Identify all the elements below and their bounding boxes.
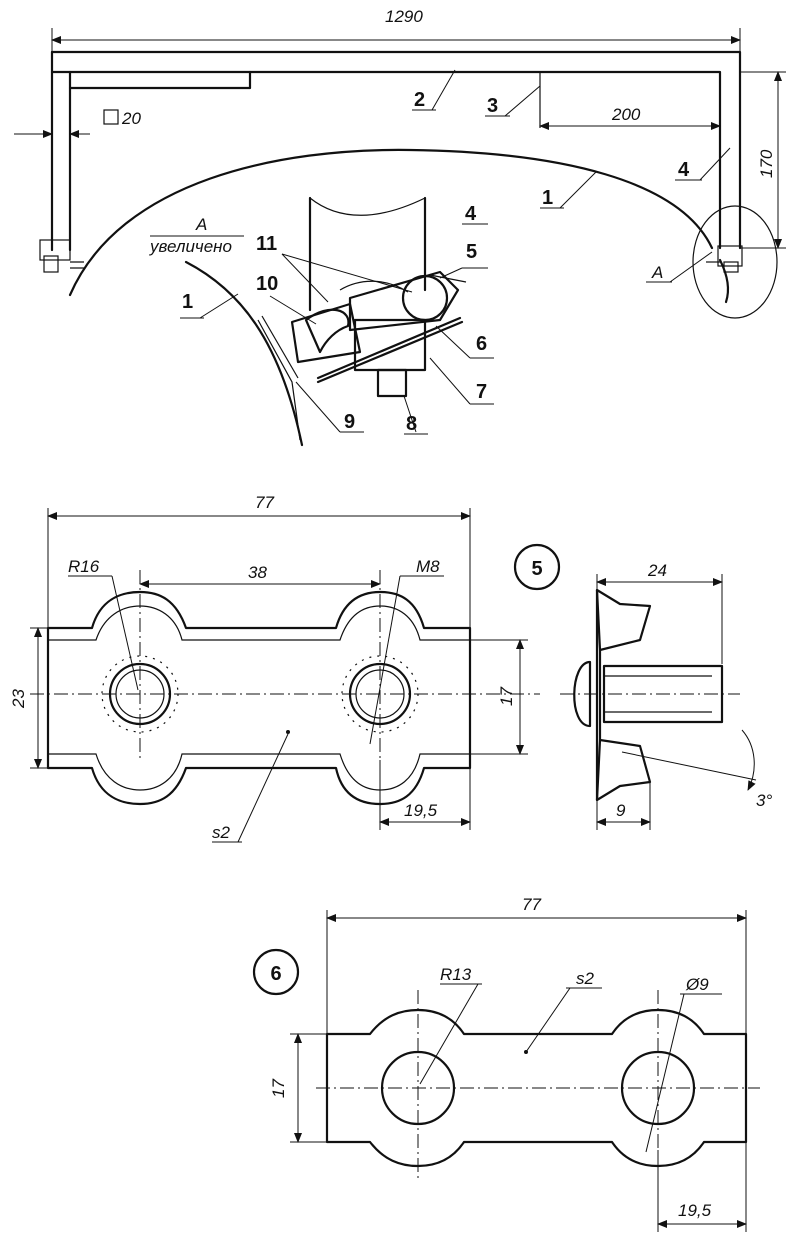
detail-A	[184, 196, 467, 447]
dim-offset: 200	[539, 105, 721, 130]
svg-text:5: 5	[466, 241, 477, 263]
dim-height-label: 170	[757, 149, 776, 178]
dim-height: 170	[740, 71, 786, 249]
part-6-dim-length: 77	[326, 895, 747, 1034]
part-5-dim-length: 77	[47, 493, 471, 628]
svg-text:3: 3	[487, 95, 498, 117]
left-bracket	[39, 239, 84, 273]
part-6-number: 6	[270, 963, 281, 985]
svg-text:3°: 3°	[756, 791, 772, 810]
detail-callouts: 11 4 5 10 1 6 7 9 8	[180, 203, 494, 435]
callout-2: 2	[412, 69, 456, 111]
part-5-dim-thread: M8	[369, 557, 444, 745]
part-6-view: 6 77 R13 Ø9 s2	[252, 895, 760, 1232]
svg-text:M8: M8	[416, 557, 440, 576]
svg-text:9: 9	[344, 411, 355, 433]
fender-arch	[68, 148, 714, 297]
svg-text:23: 23	[9, 689, 28, 709]
dim-square: 20	[14, 109, 141, 138]
svg-text:38: 38	[248, 563, 267, 582]
part-5-dim-edge: 19,5	[379, 760, 471, 830]
dim-square-label: 20	[121, 109, 141, 128]
svg-text:R13: R13	[440, 965, 472, 984]
svg-text:17: 17	[497, 687, 516, 706]
part-6-dim-radius: R13	[419, 965, 482, 1085]
svg-text:6: 6	[476, 333, 487, 355]
svg-text:s2: s2	[212, 823, 231, 842]
svg-text:9: 9	[616, 801, 626, 820]
svg-text:77: 77	[255, 493, 274, 512]
top-view: 1290 200 170 20 2 3	[14, 7, 786, 447]
svg-text:10: 10	[256, 273, 278, 295]
svg-text:Ø9: Ø9	[685, 975, 709, 994]
part-5-dim-inner: 17	[470, 639, 528, 755]
part-5-dim-width: 23	[9, 627, 48, 769]
part-5-dim-spacing: 38	[139, 563, 381, 588]
svg-text:11: 11	[256, 233, 277, 255]
svg-text:s2: s2	[576, 969, 595, 988]
svg-text:1: 1	[182, 291, 193, 313]
dim-offset-label: 200	[611, 105, 641, 124]
svg-text:увеличено: увеличено	[149, 237, 232, 256]
dim-total-width: 1290	[51, 7, 741, 52]
svg-text:4: 4	[465, 203, 477, 225]
svg-text:A: A	[651, 263, 663, 282]
svg-text:24: 24	[647, 561, 667, 580]
part-6-thickness: s2	[525, 969, 602, 1053]
part-6-plate	[316, 990, 760, 1180]
part-5-number: 5	[531, 558, 542, 580]
svg-text:19,5: 19,5	[678, 1201, 712, 1220]
part-5-plate	[30, 570, 540, 806]
part-6-dim-hole: Ø9	[645, 975, 722, 1153]
right-bracket	[706, 245, 743, 273]
part-5-side-view: 24 9 3°	[560, 561, 772, 830]
svg-text:17: 17	[269, 1079, 288, 1098]
svg-text:77: 77	[522, 895, 541, 914]
part-5-dim-radius: R16	[68, 557, 139, 691]
svg-text:1: 1	[542, 187, 553, 209]
detail-title: A увеличено	[149, 215, 244, 256]
svg-text:19,5: 19,5	[404, 801, 438, 820]
callout-3: 3	[485, 85, 541, 117]
part-5-view: 5 77 38 R16	[9, 493, 772, 843]
svg-text:7: 7	[476, 381, 487, 403]
svg-text:R16: R16	[68, 557, 100, 576]
dim-total-width-label: 1290	[385, 7, 423, 26]
part-6-dim-width: 17	[269, 1033, 327, 1143]
callout-4-top: 4	[675, 147, 731, 181]
svg-text:8: 8	[406, 413, 417, 435]
detail-circle	[692, 205, 778, 319]
svg-text:A: A	[195, 215, 207, 234]
callout-1-top: 1	[540, 171, 597, 209]
view-ref-A: A	[646, 251, 713, 283]
part-6-dim-edge: 19,5	[657, 1142, 747, 1232]
svg-text:2: 2	[414, 89, 425, 111]
svg-text:4: 4	[678, 159, 690, 181]
part-5-thickness: s2	[212, 733, 289, 843]
